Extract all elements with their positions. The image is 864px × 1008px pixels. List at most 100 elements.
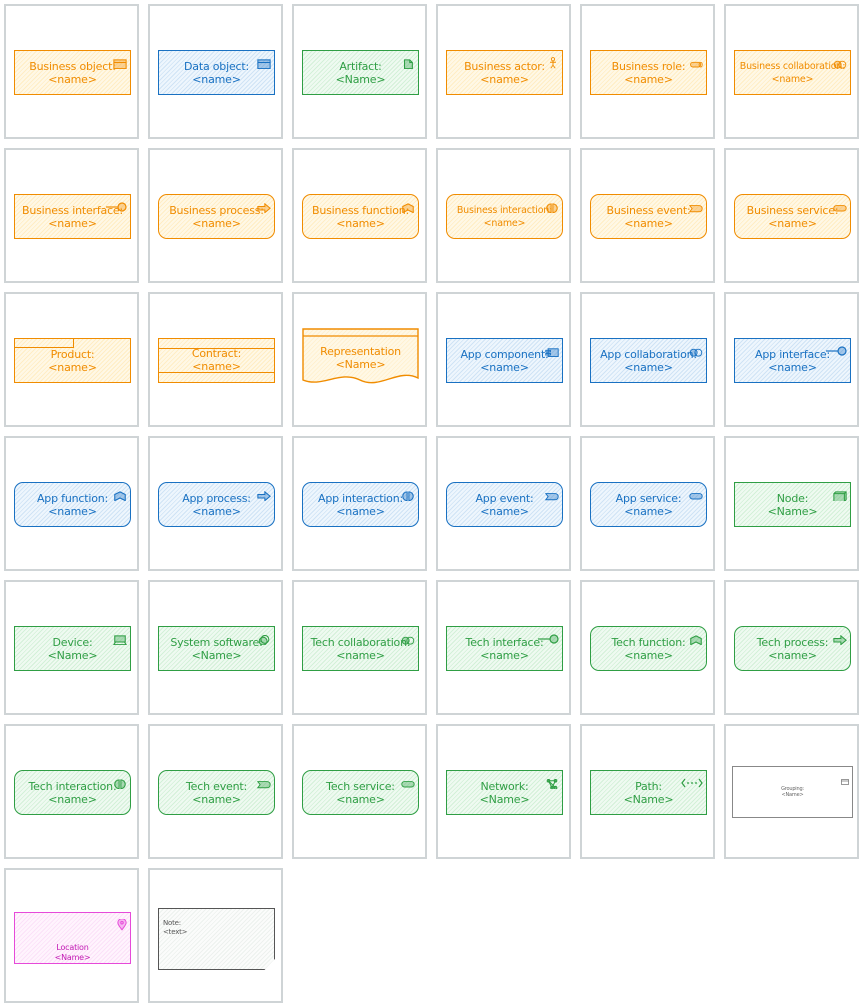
tech-element-shape[interactable]: Artifact:<Name> [302, 50, 419, 95]
shape-cell[interactable]: App function:<name> [4, 436, 139, 571]
tech-element-shape[interactable]: Tech interface:<name> [446, 626, 563, 671]
tech-element-shape[interactable]: Network:<Name> [446, 770, 563, 815]
shape-cell[interactable]: App component:<name> [436, 292, 571, 427]
shape-cell[interactable]: Location<Name> [4, 868, 139, 1003]
shape-cell[interactable]: Tech interaction:<name> [4, 724, 139, 859]
shape-cell[interactable]: Path:<Name> [580, 724, 715, 859]
shape-cell[interactable]: App event:<name> [436, 436, 571, 571]
shape-cell[interactable]: Grouping:<Name> [724, 724, 859, 859]
shape-cell[interactable]: Tech function:<name> [580, 580, 715, 715]
location-element-shape[interactable]: Location<Name> [14, 912, 131, 964]
element-type-label: App interface: [755, 347, 830, 361]
business-element-shape[interactable]: Business event:<name> [590, 194, 707, 239]
element-type-label: Business role: [611, 59, 686, 73]
element-label: Business role:<name> [591, 60, 706, 86]
artifact-icon [401, 54, 415, 69]
element-name-placeholder: <name> [192, 792, 241, 806]
shape-cell[interactable]: Artifact:<Name> [292, 4, 427, 139]
actor-icon [547, 54, 559, 70]
tech-element-shape[interactable]: Device:<Name> [14, 626, 131, 671]
app-element-shape[interactable]: App process:<name> [158, 482, 275, 527]
element-type-label: App process: [182, 491, 251, 505]
shape-cell[interactable]: Business collaboration:<name> [724, 4, 859, 139]
tech-element-shape[interactable]: Tech collaboration:<name> [302, 626, 419, 671]
shape-cell[interactable]: Business service:<name> [724, 148, 859, 283]
app-element-shape[interactable]: App component:<name> [446, 338, 563, 383]
shape-cell[interactable]: System software:<Name> [148, 580, 283, 715]
shape-cell[interactable]: Business interface:<name> [4, 148, 139, 283]
shape-cell[interactable]: App collaboration:<name> [580, 292, 715, 427]
shape-cell[interactable]: Business interaction:<name> [436, 148, 571, 283]
element-type-label: Tech interaction: [28, 779, 117, 793]
app-element-shape[interactable]: App function:<name> [14, 482, 131, 527]
tech-element-shape[interactable]: Node:<Name> [734, 482, 851, 527]
shape-cell[interactable]: Business object:<name> [4, 4, 139, 139]
business-element-shape[interactable]: Business interaction:<name> [446, 194, 563, 239]
business-element-shape[interactable]: Business collaboration:<name> [734, 50, 851, 95]
tech-element-shape[interactable]: Tech process:<name> [734, 626, 851, 671]
shape-cell[interactable]: Contract:<name> [148, 292, 283, 427]
note-element-shape[interactable]: Note:<text> [158, 908, 275, 970]
grouping-element-shape[interactable]: Grouping:<Name> [732, 766, 853, 818]
business-element-shape[interactable]: Representation<Name> [302, 328, 419, 388]
business-element-shape[interactable]: Product:<name> [14, 338, 131, 383]
shape-cell[interactable]: Data object:<name> [148, 4, 283, 139]
element-label: Data object:<name> [159, 60, 274, 86]
element-label: Business function:<name> [303, 204, 418, 230]
shape-cell[interactable]: Device:<Name> [4, 580, 139, 715]
tech-element-shape[interactable]: Tech function:<name> [590, 626, 707, 671]
app-element-shape[interactable]: App service:<name> [590, 482, 707, 527]
shape-cell[interactable]: App interaction:<name> [292, 436, 427, 571]
element-name-placeholder: <name> [48, 504, 97, 518]
shape-cell[interactable]: Note:<text> [148, 868, 283, 1003]
element-label: Node:<Name> [735, 492, 850, 518]
tech-element-shape[interactable]: Tech interaction:<name> [14, 770, 131, 815]
shape-cell[interactable]: Tech process:<name> [724, 580, 859, 715]
business-element-shape[interactable]: Business service:<name> [734, 194, 851, 239]
business-element-shape[interactable]: Business process:<name> [158, 194, 275, 239]
shape-cell[interactable]: App process:<name> [148, 436, 283, 571]
tech-element-shape[interactable]: System software:<Name> [158, 626, 275, 671]
element-name-placeholder: <name> [48, 72, 97, 86]
shape-cell[interactable]: Tech collaboration:<name> [292, 580, 427, 715]
interaction-icon [113, 774, 127, 789]
element-type-label: Node: [776, 491, 809, 505]
shape-cell[interactable]: Business function:<name> [292, 148, 427, 283]
business-element-shape[interactable]: Contract:<name> [158, 338, 275, 383]
shape-cell[interactable]: App interface:<name> [724, 292, 859, 427]
shape-cell[interactable]: Business role:<name> [580, 4, 715, 139]
collaboration-icon [401, 630, 415, 645]
app-element-shape[interactable]: App collaboration:<name> [590, 338, 707, 383]
business-element-shape[interactable]: Business role:<name> [590, 50, 707, 95]
shape-cell[interactable]: Node:<Name> [724, 436, 859, 571]
element-label: App component:<name> [447, 348, 562, 374]
element-type-label: Path: [635, 779, 662, 793]
element-label: Contract:<name> [159, 347, 274, 373]
shape-cell[interactable]: Business event:<name> [580, 148, 715, 283]
app-element-shape[interactable]: App event:<name> [446, 482, 563, 527]
app-element-shape[interactable]: App interaction:<name> [302, 482, 419, 527]
business-element-shape[interactable]: Business object:<name> [14, 50, 131, 95]
shape-cell[interactable]: Network:<Name> [436, 724, 571, 859]
tech-element-shape[interactable]: Path:<Name> [590, 770, 707, 815]
shape-cell[interactable]: Tech event:<name> [148, 724, 283, 859]
shape-cell[interactable]: Business actor:<name> [436, 4, 571, 139]
element-type-label: App event: [475, 491, 534, 505]
business-element-shape[interactable]: Business actor:<name> [446, 50, 563, 95]
shape-cell[interactable]: Representation<Name> [292, 292, 427, 427]
app-element-shape[interactable]: Data object:<name> [158, 50, 275, 95]
tech-element-shape[interactable]: Tech event:<name> [158, 770, 275, 815]
shape-cell[interactable]: Product:<name> [4, 292, 139, 427]
element-name-placeholder: <Name> [479, 792, 530, 806]
shape-cell[interactable]: Tech service:<name> [292, 724, 427, 859]
shape-cell[interactable]: App service:<name> [580, 436, 715, 571]
tech-element-shape[interactable]: Tech service:<name> [302, 770, 419, 815]
app-element-shape[interactable]: App interface:<name> [734, 338, 851, 383]
business-element-shape[interactable]: Business function:<name> [302, 194, 419, 239]
shape-cell[interactable]: Tech interface:<name> [436, 580, 571, 715]
shape-cell[interactable]: Business process:<name> [148, 148, 283, 283]
element-name-placeholder: <name> [192, 72, 241, 86]
business-element-shape[interactable]: Business interface:<name> [14, 194, 131, 239]
system-software-icon [257, 630, 271, 646]
element-type-label: Business interaction: [456, 204, 553, 216]
